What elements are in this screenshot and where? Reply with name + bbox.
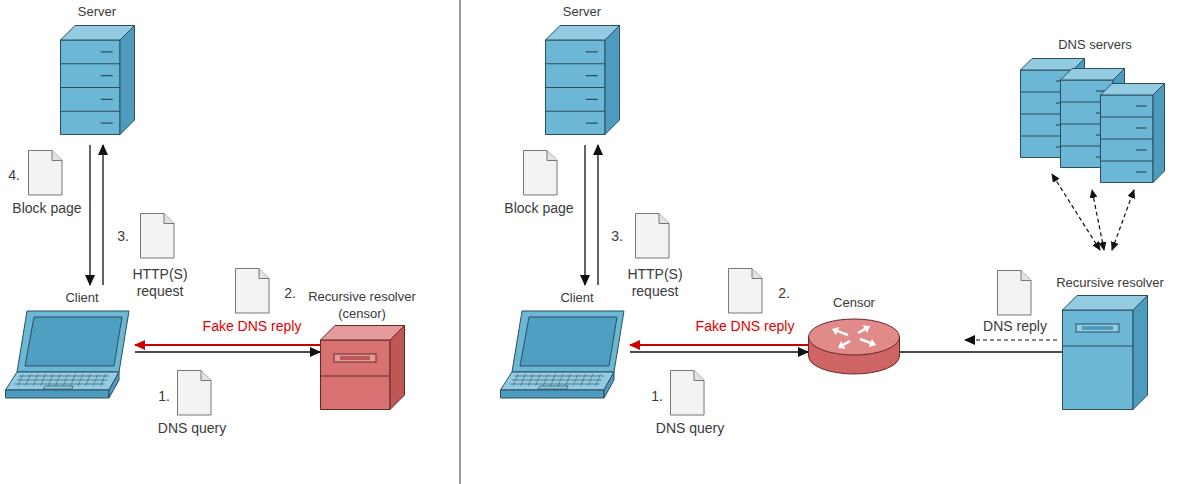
device-node: Client [5, 310, 130, 400]
laptop-icon [500, 310, 625, 400]
connector-arrow [89, 145, 90, 285]
device-node: Client [500, 310, 625, 400]
callout-number: 2. [284, 285, 296, 302]
connector-arrow [900, 351, 1062, 352]
connector-arrow [584, 145, 585, 285]
node-label: Client [560, 289, 593, 306]
node-label: Server [78, 3, 116, 20]
document-icon [236, 269, 270, 314]
document-icon [729, 269, 763, 314]
node-label: Server [563, 3, 601, 20]
dns-query-dashed [1052, 174, 1100, 250]
message-label: Block page [12, 200, 81, 217]
callout-number: 3. [611, 228, 623, 245]
message-label: DNS query [158, 420, 226, 437]
message-label: Block page [504, 200, 573, 217]
node-label: Client [65, 289, 98, 306]
panel-divider [459, 0, 460, 484]
message-label: DNS query [656, 420, 724, 437]
node-label: DNS servers [1058, 36, 1132, 53]
censor-router-icon [808, 318, 900, 375]
connector-arrow [1092, 190, 1104, 250]
connector-arrow [102, 145, 103, 285]
device-node: Server [545, 25, 620, 135]
message-label: Fake DNS reply [203, 318, 302, 335]
connector-arrow [597, 145, 598, 285]
node-label: Censor [833, 294, 875, 311]
device-node: Recursive resolver (censor) [320, 325, 405, 410]
document-icon [671, 371, 705, 416]
server-icon [60, 25, 135, 135]
device-node: Server [60, 25, 135, 135]
device-node: Censor [808, 318, 900, 375]
callout-number: 1. [651, 388, 663, 405]
connector-arrow [135, 344, 320, 346]
callout-number: 3. [117, 228, 129, 245]
device-node: DNS servers [1020, 58, 1165, 185]
node-label: Recursive resolver [1056, 274, 1164, 291]
document-icon [998, 271, 1032, 316]
callout-number: 4. [8, 167, 20, 184]
document-icon [29, 151, 63, 196]
callout-number: 2. [778, 285, 790, 302]
connector-arrow [135, 351, 320, 352]
message-label: Fake DNS reply [696, 318, 795, 335]
message-label: HTTP(S) request [120, 266, 200, 300]
server-icon [545, 25, 620, 135]
node-label: Recursive resolver (censor) [297, 288, 427, 322]
connector-arrow [630, 351, 808, 352]
resolver-icon [1062, 295, 1148, 410]
message-label: DNS reply [983, 318, 1047, 335]
connector-arrow [630, 344, 808, 346]
callout-number: 1. [158, 388, 170, 405]
laptop-icon [5, 310, 130, 400]
document-icon [636, 214, 670, 259]
censor-resolver-icon [320, 325, 405, 410]
document-icon [178, 371, 212, 416]
dns-servers-icon [1020, 58, 1165, 185]
connector-arrow [965, 339, 1057, 340]
device-node: Recursive resolver [1062, 295, 1148, 410]
dns-query-dashed [1112, 190, 1134, 250]
document-icon [141, 214, 175, 259]
document-icon [524, 151, 558, 196]
message-label: HTTP(S) request [615, 266, 695, 300]
